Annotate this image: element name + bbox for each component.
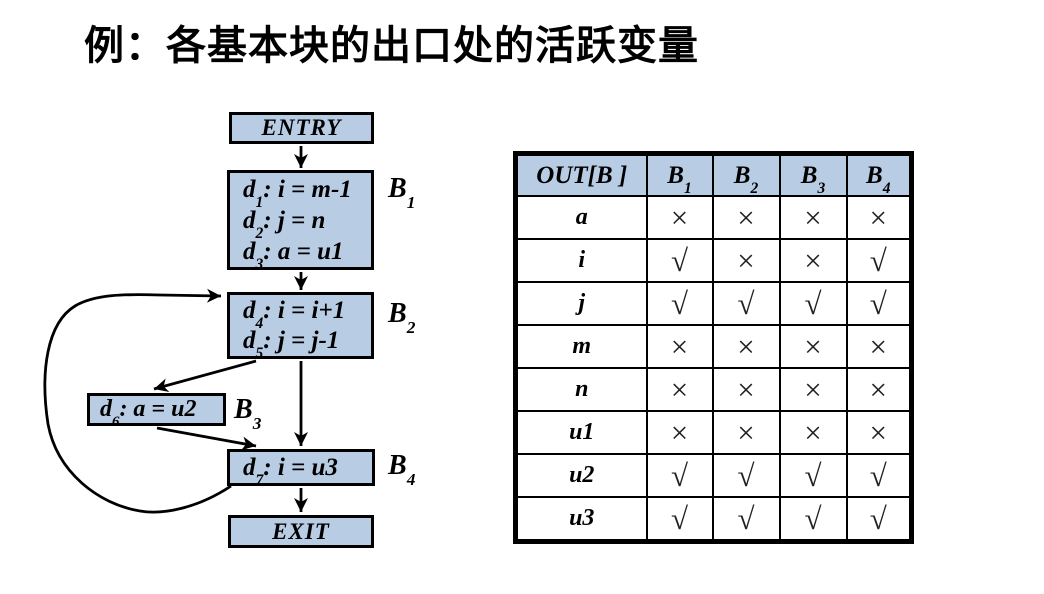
mark-cell: ×: [711, 324, 781, 369]
mark-cell: ×: [845, 410, 913, 455]
live-variables-table: OUT[B ] B1 B2 B3 B4 a × × × × i √ × × √ …: [513, 151, 914, 544]
block-b2: d4: i = i+1 d5: j = j-1: [227, 292, 374, 363]
stmt-d3: d3: a = u1: [243, 238, 344, 274]
header-b1: B1: [645, 152, 714, 197]
label-b2: B2: [388, 298, 416, 338]
block-b1: d1: i = m-1 d2: j = n d3: a = u1: [227, 170, 374, 274]
mark-cell: √: [845, 496, 913, 543]
mark-cell: √: [778, 453, 848, 498]
mark-cell: ×: [711, 195, 781, 240]
header-b2: B2: [711, 152, 781, 197]
mark-cell: ×: [845, 367, 913, 412]
table-row: u2 √ √ √ √: [514, 453, 913, 498]
row-label-i: i: [514, 238, 648, 283]
edge-b2-b3-arrow: [153, 359, 257, 393]
mark-cell: √: [645, 238, 714, 283]
stmt-d5: d5: j = j-1: [243, 327, 340, 363]
header-b4: B4: [845, 152, 913, 197]
exit-block: EXIT: [228, 515, 374, 548]
mark-cell: ×: [711, 367, 781, 412]
mark-cell: √: [645, 496, 714, 543]
row-label-u3: u3: [514, 496, 648, 543]
mark-cell: √: [711, 281, 781, 326]
label-b3: B3: [234, 394, 262, 434]
exit-label: EXIT: [272, 518, 330, 544]
table-row: a × × × ×: [514, 195, 913, 240]
mark-cell: √: [778, 496, 848, 543]
stmt-d7: d7: i = u3: [243, 454, 338, 490]
stmt-d2: d2: j = n: [243, 207, 326, 243]
edge-b3-b4-arrow: [156, 426, 257, 451]
entry-block: ENTRY: [229, 112, 374, 144]
mark-cell: ×: [845, 324, 913, 369]
mark-cell: ×: [778, 367, 848, 412]
block-b4: d7: i = u3: [227, 449, 375, 490]
mark-cell: ×: [645, 367, 714, 412]
mark-cell: √: [778, 281, 848, 326]
block-b3: d6: a = u2: [87, 393, 226, 430]
row-label-u2: u2: [514, 453, 648, 498]
table-row: j √ √ √ √: [514, 281, 913, 326]
mark-cell: ×: [645, 410, 714, 455]
row-label-j: j: [514, 281, 648, 326]
mark-cell: ×: [778, 324, 848, 369]
mark-cell: ×: [711, 410, 781, 455]
mark-cell: √: [645, 453, 714, 498]
label-b1: B1: [388, 173, 416, 213]
table-row: i √ × × √: [514, 238, 913, 283]
stmt-d6: d6: a = u2: [100, 396, 197, 430]
mark-cell: √: [711, 496, 781, 543]
mark-cell: √: [645, 281, 714, 326]
mark-cell: √: [845, 238, 913, 283]
mark-cell: ×: [711, 238, 781, 283]
table-row: n × × × ×: [514, 367, 913, 412]
row-label-n: n: [514, 367, 648, 412]
mark-cell: ×: [778, 238, 848, 283]
header-b3: B3: [778, 152, 848, 197]
label-b4: B4: [388, 450, 416, 490]
stmt-d4: d4: i = i+1: [243, 297, 346, 333]
mark-cell: ×: [845, 195, 913, 240]
mark-cell: ×: [778, 410, 848, 455]
mark-cell: √: [845, 453, 913, 498]
page-title: 例：各基本块的出口处的活跃变量: [84, 24, 699, 68]
mark-cell: ×: [645, 195, 714, 240]
row-label-a: a: [514, 195, 648, 240]
row-label-u1: u1: [514, 410, 648, 455]
entry-label: ENTRY: [261, 115, 342, 140]
table-row: u3 √ √ √ √: [514, 496, 913, 543]
row-label-m: m: [514, 324, 648, 369]
mark-cell: ×: [645, 324, 714, 369]
table-row: m × × × ×: [514, 324, 913, 369]
header-out-b: OUT[B ]: [514, 152, 648, 197]
mark-cell: ×: [778, 195, 848, 240]
mark-cell: √: [711, 453, 781, 498]
stmt-d1: d1: i = m-1: [243, 176, 352, 212]
table-row: u1 × × × ×: [514, 410, 913, 455]
table-header-row: OUT[B ] B1 B2 B3 B4: [514, 152, 913, 197]
mark-cell: √: [845, 281, 913, 326]
